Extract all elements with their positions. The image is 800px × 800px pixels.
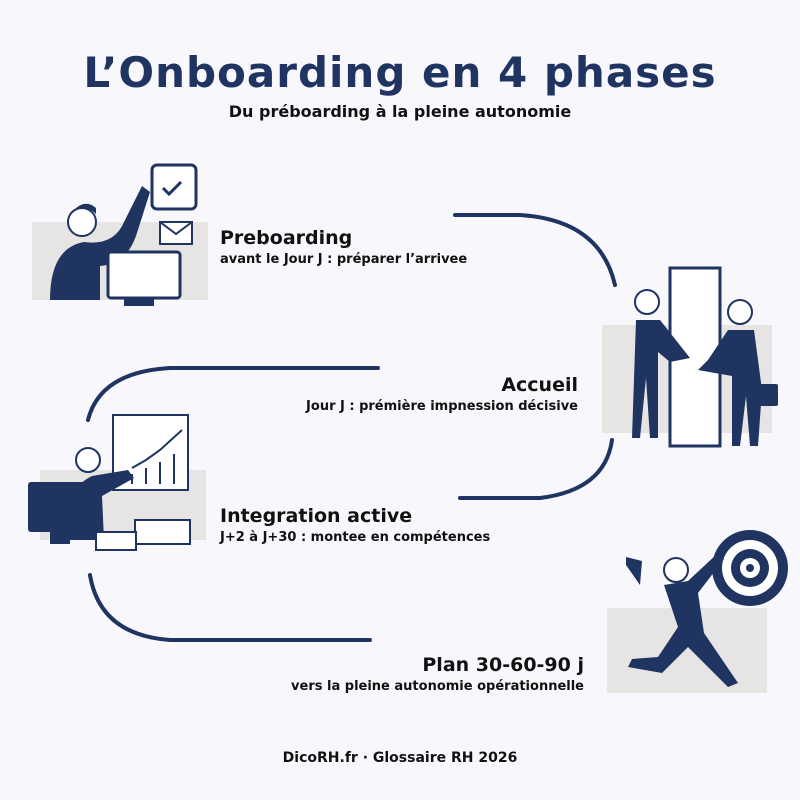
page-title: L’Onboarding en 4 phases <box>83 48 717 97</box>
phase-name: Plan 30-60-90 j <box>422 654 584 676</box>
phase-preboarding: Preboarding avant le Jour J : préparer l… <box>220 227 467 267</box>
person-computer-calendar-icon <box>32 163 208 306</box>
phase-name: Preboarding <box>220 227 353 249</box>
phase-name: Accueil <box>501 374 578 396</box>
runner-target-icon <box>607 530 788 693</box>
footer-credit: DicoRH.fr · Glossaire RH 2026 <box>282 750 518 766</box>
page-subtitle: Du préboarding à la pleine autonomie <box>228 102 572 121</box>
connector-2 <box>86 366 380 422</box>
phase-desc: vers la pleine autonomie opérationnelle <box>291 679 584 694</box>
connector-3 <box>458 438 614 500</box>
connector-4 <box>88 573 372 642</box>
phase-plan: Plan 30-60-90 j vers la pleine autonomie… <box>291 654 584 694</box>
handshake-door-icon <box>602 266 778 448</box>
phase-name: Integration active <box>220 505 413 527</box>
phase-integration: Integration active J+2 à J+30 : montee e… <box>220 505 490 545</box>
phase-desc: J+2 à J+30 : montee en compétences <box>220 530 491 545</box>
phase-desc: Jour J : prémière impnession décisive <box>306 399 578 414</box>
phase-accueil: Accueil Jour J : prémière impnession déc… <box>306 374 578 414</box>
phase-desc: avant le Jour J : préparer l’arrivee <box>220 252 468 267</box>
person-chart-icon <box>28 414 206 551</box>
connector-1 <box>453 213 617 287</box>
